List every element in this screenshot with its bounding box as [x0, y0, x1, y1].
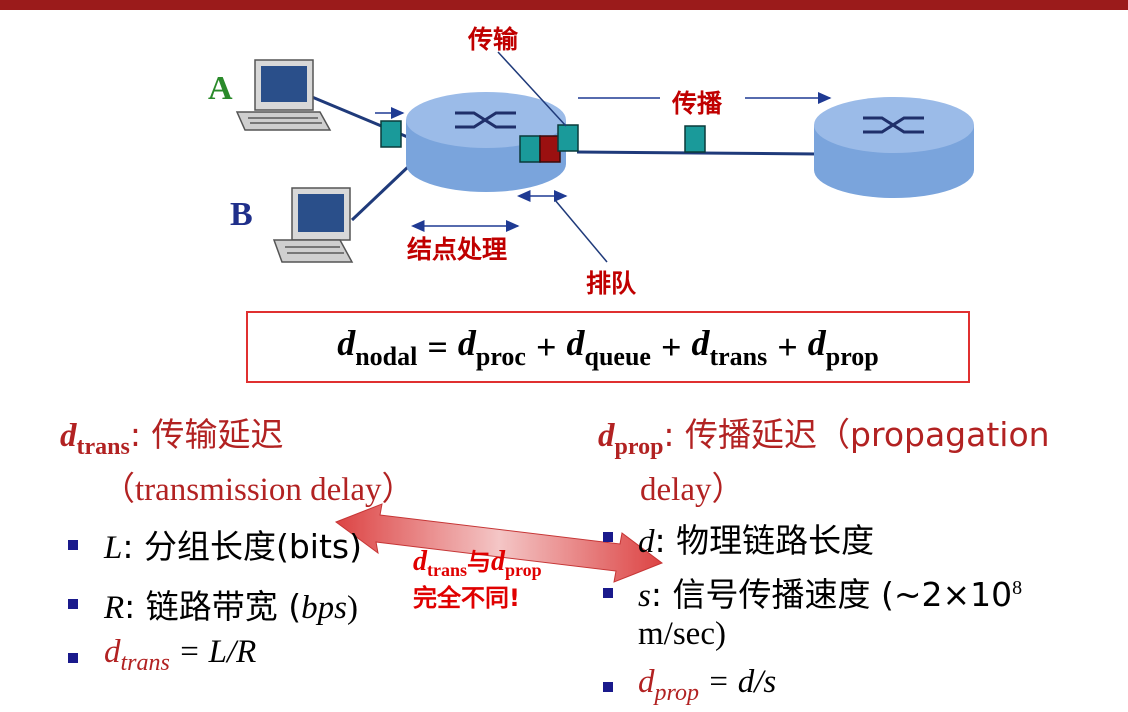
right-item-link-length: d: 物理链路长度	[638, 521, 875, 560]
callout-line-1: dtrans与dprop	[413, 546, 542, 581]
transmission-label: 传输	[468, 25, 519, 54]
right-item-signal-speed: s: 信号传播速度 (~2×108	[638, 575, 1023, 614]
left-item-bandwidth: R: 链路带宽 (bps)	[104, 587, 358, 626]
left-item-trans-formula: dtrans = L/R	[104, 634, 257, 676]
processing-label: 结点处理	[407, 235, 508, 264]
host-a-computer-icon	[235, 59, 332, 131]
bullet-marker	[603, 682, 613, 692]
bullet-marker	[68, 540, 78, 550]
trans-heading: dtrans: 传输延迟	[60, 415, 284, 460]
callout-line-2: 完全不同!	[413, 584, 520, 612]
host-b-label: B	[230, 196, 253, 233]
left-item-packet-length: L: 分组长度(bits)	[104, 527, 362, 566]
packet-propagating	[684, 125, 706, 153]
bullet-marker	[603, 588, 613, 598]
prop-heading: dprop: 传播延迟（propagation	[598, 415, 1050, 460]
formula-term-queue: dqueue	[566, 323, 651, 371]
queueing-label: 排队	[586, 269, 637, 298]
right-item-signal-speed-unit: m/sec)	[638, 616, 726, 652]
formula-term-proc: dproc	[457, 323, 526, 371]
comparison-double-arrow	[334, 503, 664, 583]
formula-plus: +	[535, 327, 557, 367]
nodal-delay-formula: dnodal = dproc + dqueue + dtrans + dprop	[246, 311, 970, 383]
packet-queued-teal	[519, 135, 541, 163]
packet-transmitting	[557, 124, 579, 152]
link-router-router	[576, 150, 819, 156]
formula-equals: =	[427, 327, 448, 367]
formula-lhs: dnodal	[337, 323, 418, 371]
prop-heading-english: delay）	[640, 472, 745, 508]
bullet-marker	[68, 599, 78, 609]
router-2	[814, 97, 974, 198]
transmission-pointer	[497, 51, 567, 127]
formula-term-prop: dprop	[807, 323, 879, 371]
host-b-computer-icon	[272, 187, 354, 263]
comparison-callout: dtrans与dprop 完全不同!	[413, 546, 542, 613]
formula-term-trans: dtrans	[691, 323, 768, 371]
packet-queued-red	[539, 135, 561, 163]
link-b-router	[350, 163, 412, 222]
packet-incoming	[380, 120, 402, 148]
formula-plus: +	[660, 327, 682, 367]
bullet-marker	[603, 532, 613, 542]
trans-heading-english: （transmission delay）	[102, 472, 415, 508]
formula-plus: +	[777, 327, 798, 367]
propagation-label: 传播	[672, 89, 723, 118]
right-item-prop-formula: dprop = d/s	[638, 664, 777, 706]
host-a-label: A	[208, 70, 233, 107]
queue-pointer	[554, 199, 608, 263]
bullet-marker	[68, 653, 78, 663]
top-accent-bar	[0, 0, 1128, 10]
